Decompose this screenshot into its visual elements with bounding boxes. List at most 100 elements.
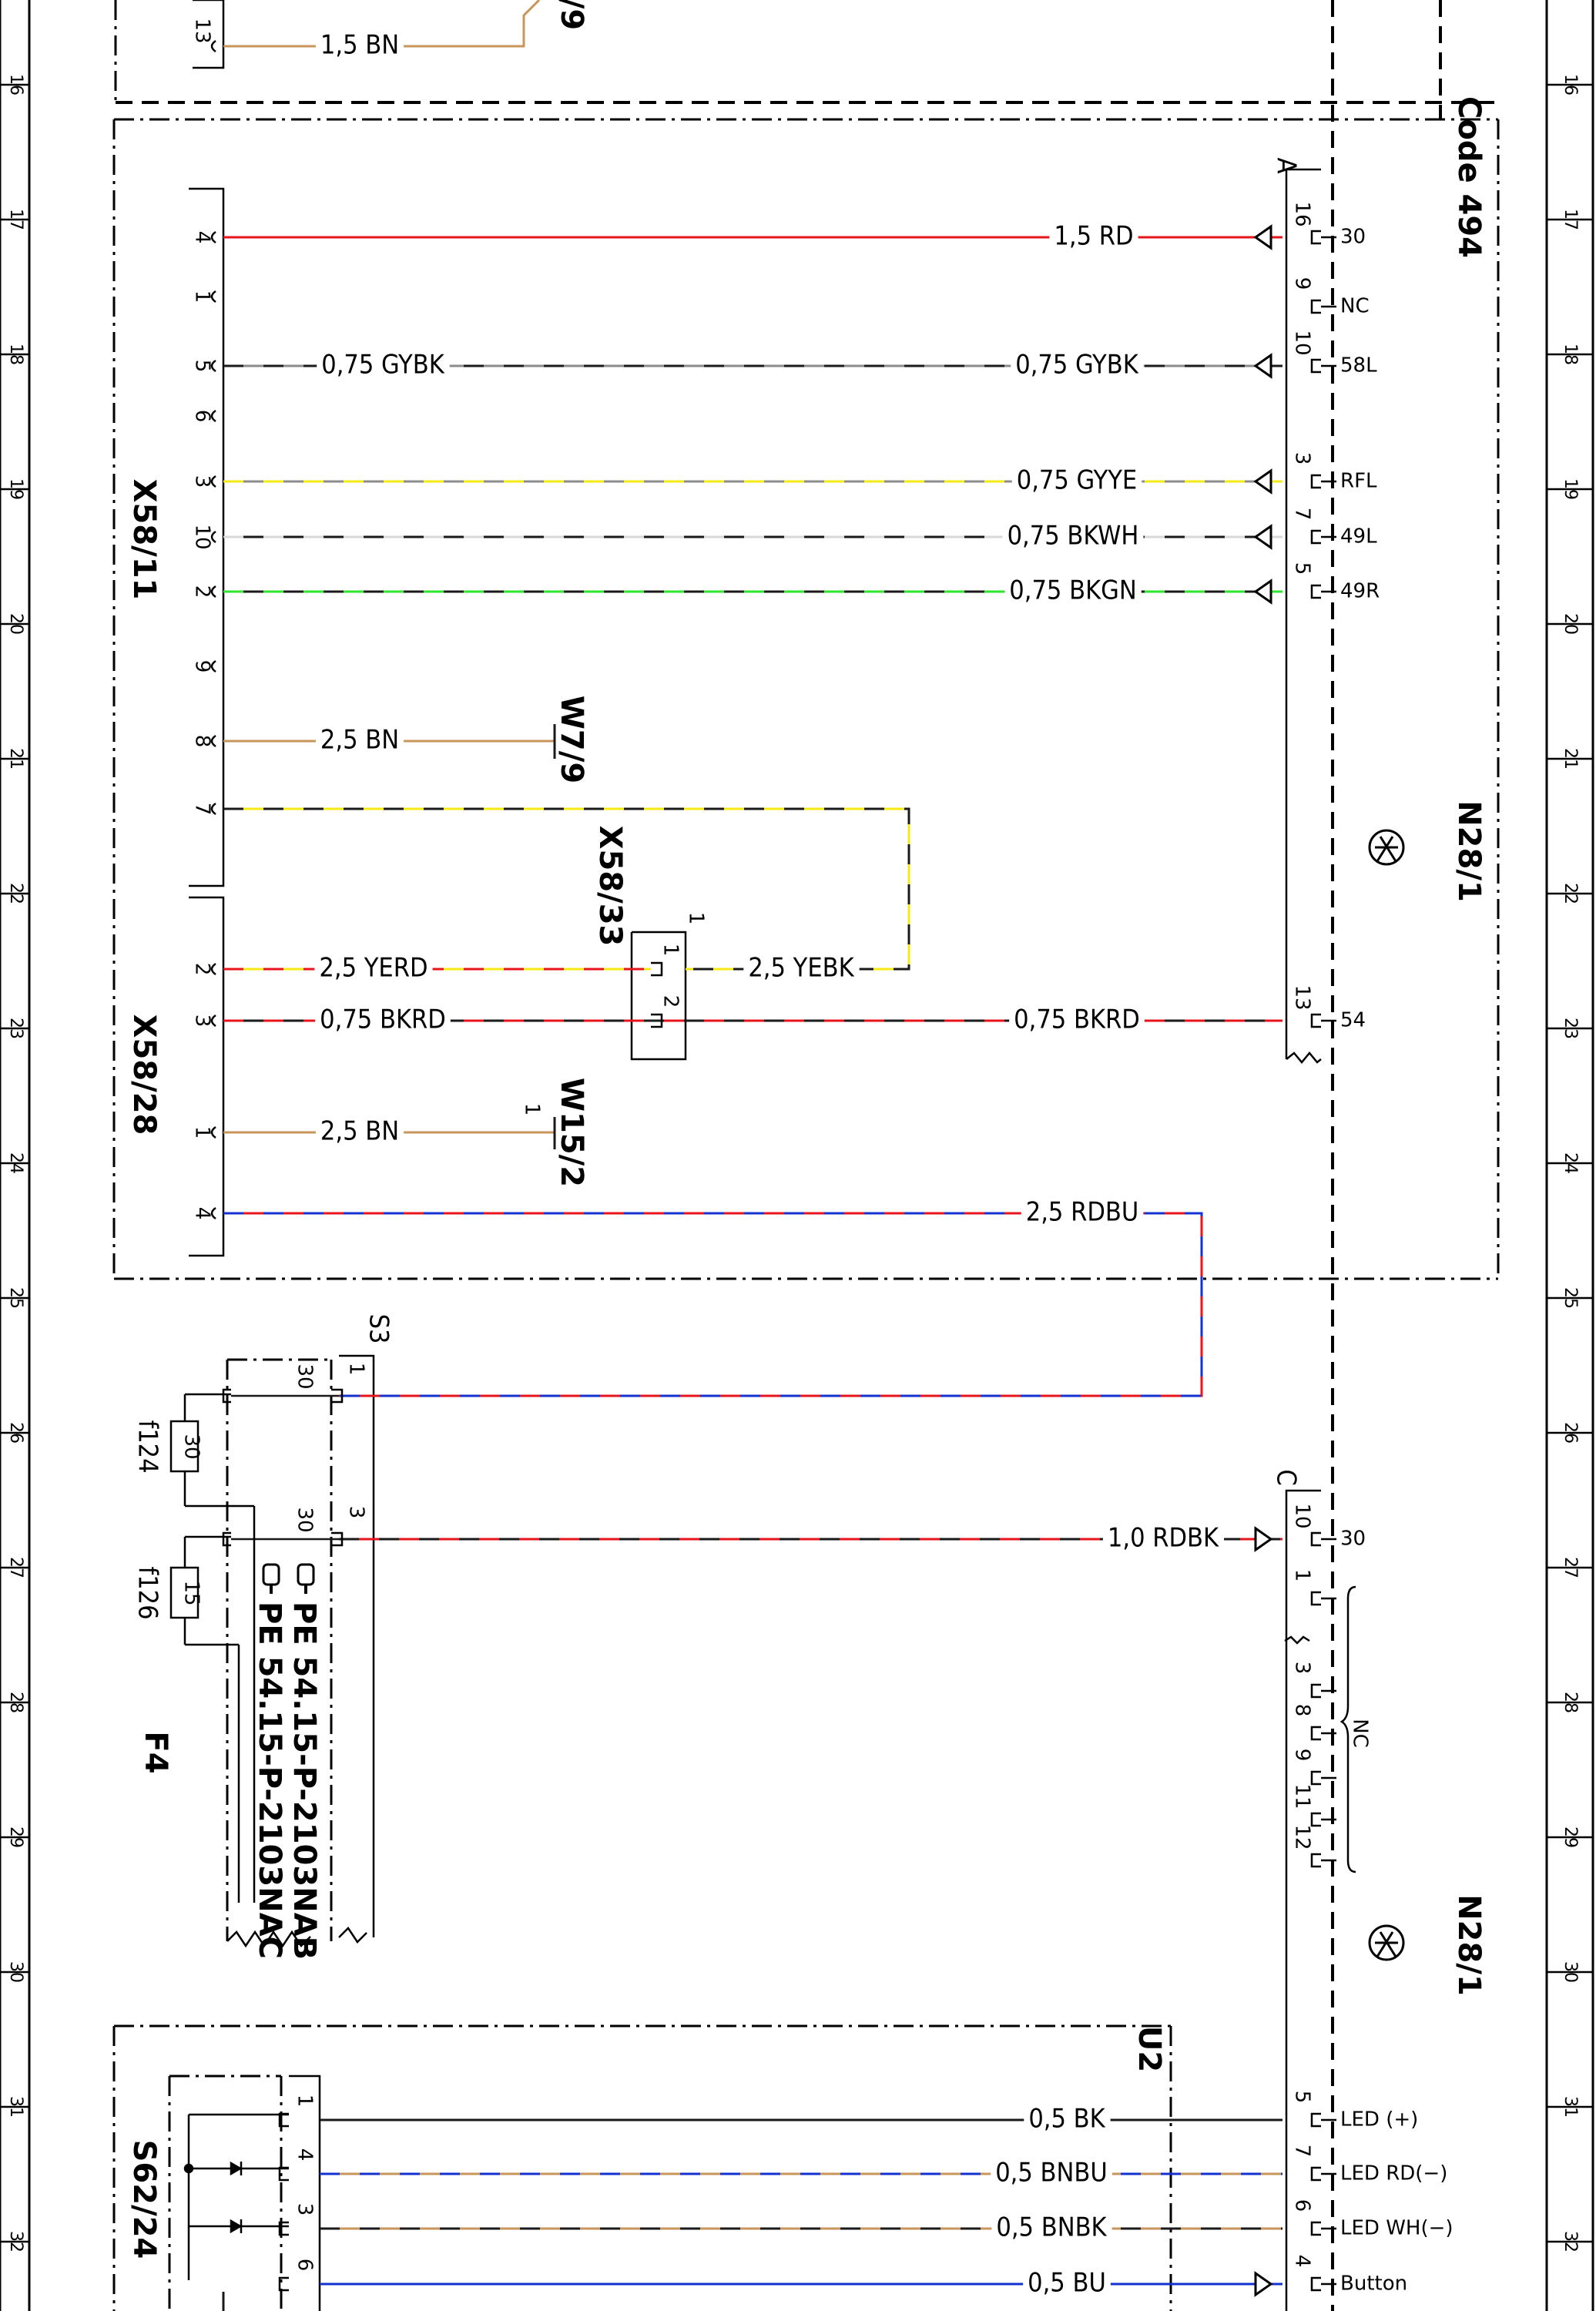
pin-bracket [331,1531,344,1547]
pin-bracket [210,1014,216,1028]
connector-arrow-icon [1254,2271,1273,2297]
pin-bracket [222,1388,231,1404]
ruler-row-label-right: 22 [1561,883,1580,904]
pin-bracket [210,530,216,544]
x58-28-pin: 3 [191,1015,214,1028]
ruler-row-label-left: 26 [6,1422,25,1444]
pin-bracket [1310,2221,1321,2236]
s62-pin: 3 [293,2203,317,2216]
wire-label-bg [991,2210,1112,2245]
f4-label: F4 [138,1731,173,1773]
n28-a-signal: 30 [1340,226,1366,249]
ruler-row-label-left: 24 [6,1152,25,1174]
ruler-row-label-left: 22 [6,883,25,904]
x58-11-label: X58/11 [126,479,162,600]
u2-signal: Button [1340,2272,1407,2296]
u2-signal: LED (+) [1340,2108,1418,2132]
wire-label-bnbk: 0,5 BNBK [996,2212,1107,2243]
pin-bracket [210,659,216,673]
bridge-icon [1284,1635,1310,1645]
n28-c-pin: 12 [1291,1824,1314,1850]
pin-bracket [1310,1013,1321,1028]
pin-bracket [1310,529,1321,545]
wire-label-bkgn: 0,75 BKGN [1009,575,1136,606]
pin-bracket [210,585,216,599]
pe-note-1: PE 54.15-P-2103NAB [287,1563,322,1960]
ruler-row-label-right: 16 [1561,74,1580,96]
wire-label-bg [1021,1195,1144,1229]
wire-label-bg [743,951,860,985]
n28-a-signal: 49L [1340,525,1377,548]
ruler-row-label-left: 29 [6,1826,25,1848]
wire-label-bg [315,723,404,757]
connector-arrow-icon [1254,1526,1273,1552]
w15-2-pin-label: 1 [521,1103,544,1116]
ruler-row-label-left: 18 [6,344,25,365]
frame-lines [112,0,1500,2311]
ruler-row-label-right: 25 [1561,1287,1580,1309]
ruler-row-label-right: 31 [1561,2096,1580,2118]
n28-a-pin: 9 [1291,277,1314,290]
wire-label-bg [991,2155,1112,2190]
wire-label-bg [314,951,433,985]
n28-c-pin: 1 [1291,1569,1314,1582]
wire-label-gyye: 0,75 GYYE [1017,465,1138,496]
wire-label-rdbk: 1,0 RDBK [1108,1523,1219,1554]
u2-signal: LED WH(−) [1340,2217,1454,2240]
n28-label-bottom: N28/1 [1451,1894,1487,1996]
pin-bracket [278,2221,289,2236]
x58-11-pin: 1 [191,290,214,304]
x58-11-pin: 4 [191,231,214,244]
f4-break-line [226,1927,367,1948]
w7-9-label: W7/9 [554,696,589,783]
wire-label-bg [1009,1002,1145,1037]
pin-bracket [651,1013,663,1028]
ruler-row-label-right: 18 [1561,344,1580,365]
connector-outlines [189,0,1321,2311]
wire-label-bg [315,1114,404,1149]
ruler-row-label-right: 30 [1561,1961,1580,1983]
code-494-label: Code 494 [1451,96,1487,258]
wire-label-bg [1002,518,1144,553]
x58-11-pin: 5 [191,360,214,373]
wire-label-yebk: 2,5 YEBK [748,953,854,984]
s3-pin-left: 30 [293,1363,317,1389]
pin-bracket [1310,358,1321,374]
left-ruler [0,0,31,2311]
ruler-row-label-left: 21 [6,748,25,770]
nc-brace [1340,1585,1356,1873]
pin-bracket [1310,1591,1321,1606]
s62-pin: 4 [293,2148,317,2162]
f126-value: 15 [180,1580,203,1605]
pin-bracket [331,1388,344,1404]
n28-a-pin: 13 [1291,984,1314,1010]
ruler-row-label-right: 28 [1561,1692,1580,1713]
n28-c-pin: 11 [1291,1783,1314,1809]
wire-label-bg [1011,347,1144,382]
wire-rdbu [223,1212,1203,1397]
n28-a-signal: 54 [1340,1009,1366,1032]
connector-arrow-icon [1253,579,1272,605]
wire-label-yerd: 2,5 YERD [319,953,428,984]
n28-c-pin: 3 [1291,1662,1314,1675]
u2-label: U2 [1132,2026,1167,2072]
s3-pin-left: 30 [293,1507,317,1532]
x58-28-label: X58/28 [126,1015,162,1135]
connector-arrow-icon [1253,224,1272,250]
n28-transistor-icon-bottom [1368,1924,1405,1961]
hand-pointer-icon [262,1563,280,1594]
n28-c-signal-30: 30 [1340,1528,1366,1551]
wire-label-bg [1049,219,1138,253]
x58-28-pin: 1 [191,1126,214,1139]
wire-label-gybk-left: 0,75 GYBK [321,350,444,381]
n28-a-pin: 5 [1291,562,1314,575]
wire-label-rdbu: 2,5 RDBU [1026,1197,1139,1228]
hand-pointer-icon [297,1563,315,1594]
pin-bracket [1310,2276,1321,2292]
wire-label-bg [1004,573,1142,608]
ruler-row-label-right: 24 [1561,1152,1580,1174]
ruler-row-label-left: 32 [6,2231,25,2252]
